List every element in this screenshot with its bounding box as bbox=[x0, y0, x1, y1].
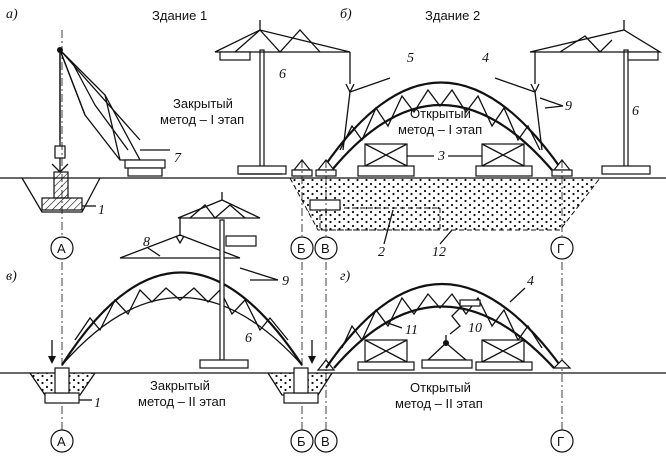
foundation-v-left bbox=[29, 340, 96, 404]
callout-4-bottom: 4 bbox=[527, 274, 534, 289]
svg-text:Б: Б bbox=[297, 434, 306, 449]
axis-a: А А bbox=[50, 30, 74, 453]
callout-4b-leader bbox=[509, 287, 526, 303]
axis-v: В В bbox=[314, 160, 338, 453]
panel-b-letter: б) bbox=[340, 7, 352, 22]
callout-11-leader bbox=[384, 321, 403, 329]
callout-8-leader bbox=[147, 247, 161, 257]
callout-1-bottom: 1 bbox=[79, 396, 101, 411]
svg-text:В: В bbox=[321, 434, 330, 449]
callout-6-v: 6 bbox=[245, 331, 252, 346]
svg-text:Г: Г bbox=[557, 434, 564, 449]
callout-6-right: 6 bbox=[632, 104, 639, 119]
callout-5: 5 bbox=[407, 51, 414, 66]
panel-a-caption-2: метод – I этап bbox=[160, 112, 244, 127]
callout-6-left: 6 bbox=[279, 67, 286, 82]
callout-1-top: 1 bbox=[82, 203, 105, 218]
callout-4-top: 4 bbox=[482, 51, 489, 66]
callout-11: 11 bbox=[405, 323, 418, 338]
lifting-device bbox=[421, 299, 481, 369]
panel-v-caption-1: Закрытый bbox=[150, 378, 210, 393]
equipment-box-left bbox=[357, 143, 415, 177]
callout-10: 10 bbox=[468, 321, 482, 336]
arch-truss-v bbox=[61, 234, 303, 366]
tower-crane-right bbox=[529, 20, 663, 175]
callout-12-leader bbox=[439, 229, 453, 245]
svg-text:Б: Б bbox=[297, 241, 306, 256]
crawler-crane bbox=[57, 47, 170, 177]
panel-v-caption-2: метод – II этап bbox=[138, 394, 226, 409]
equipment-box-right bbox=[475, 143, 533, 177]
panel-g-caption-1: Открытый bbox=[410, 380, 471, 395]
tower-crane-v bbox=[175, 192, 261, 369]
hook-load bbox=[51, 140, 69, 173]
arch-truss-top bbox=[321, 77, 563, 171]
svg-text:А: А bbox=[57, 241, 66, 256]
excavation-soil bbox=[289, 177, 601, 231]
callout-12: 12 bbox=[432, 245, 446, 260]
callout-9-bottom: 9 bbox=[282, 274, 289, 289]
panel-a-letter: а) bbox=[6, 7, 18, 22]
svg-text:А: А bbox=[57, 434, 66, 449]
panel-v-letter: в) bbox=[6, 269, 17, 284]
equipment-box-g-right bbox=[475, 339, 533, 371]
callout-9-top: 9 bbox=[565, 99, 572, 114]
callout-9-leader-a bbox=[539, 97, 564, 107]
panel-a-title: Здание 1 bbox=[152, 8, 207, 23]
equipment-box-g-left bbox=[357, 339, 415, 371]
panel-b-caption-2: метод – I этап bbox=[398, 122, 482, 137]
callout-9-leader-b bbox=[544, 105, 564, 109]
arch-truss-g bbox=[325, 283, 572, 369]
callout-3: 3 bbox=[437, 149, 445, 164]
callout-7: 7 bbox=[174, 151, 182, 166]
svg-text:1: 1 bbox=[94, 396, 101, 411]
foundation-v-right bbox=[267, 340, 336, 404]
panel-a-caption-1: Закрытый bbox=[173, 96, 233, 111]
panel-g-caption-2: метод – II этап bbox=[395, 396, 483, 411]
svg-text:1: 1 bbox=[98, 203, 105, 218]
svg-text:Г: Г bbox=[557, 241, 564, 256]
tower-crane-left bbox=[214, 20, 355, 175]
panel-g-letter: г) bbox=[340, 269, 350, 284]
panel-b-caption-1: Открытый bbox=[410, 106, 471, 121]
callout-8: 8 bbox=[143, 235, 150, 250]
axis-b: Б Б bbox=[290, 160, 314, 453]
axis-g: Г Г bbox=[550, 160, 574, 453]
svg-text:В: В bbox=[321, 241, 330, 256]
panel-b-title: Здание 2 bbox=[425, 8, 480, 23]
callout-2: 2 bbox=[378, 245, 385, 260]
callout-9b-leader-a bbox=[239, 267, 279, 281]
callout-2-leader bbox=[383, 209, 394, 245]
